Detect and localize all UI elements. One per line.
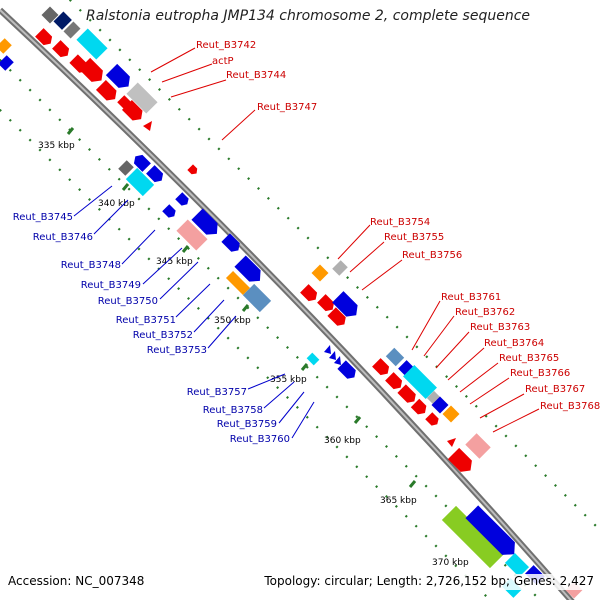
tick-label-365: 365 kbp (380, 496, 417, 506)
tick-label-340: 340 kbp (98, 199, 135, 209)
gene-label-reut-b3749[interactable]: Reut_B3749 (81, 280, 141, 291)
gene-label-reut-b3755[interactable]: Reut_B3755 (384, 232, 444, 243)
gene-label-reut-b3746[interactable]: Reut_B3746 (33, 232, 93, 243)
reverse-strand-features (0, 38, 356, 379)
gene-label-reut-b3754[interactable]: Reut_B3754 (370, 217, 430, 228)
chromosome-backbone (0, 7, 575, 600)
forward-gene-labels: Reut_B3742 actP Reut_B3744 Reut_B3747 Re… (196, 40, 600, 412)
tick-label-350: 350 kbp (214, 316, 251, 326)
tick-label-345: 345 kbp (156, 257, 193, 267)
gene-label-reut-b3750[interactable]: Reut_B3750 (98, 296, 158, 307)
tick-label-370: 370 kbp (432, 558, 469, 568)
gene-label-reut-b3752[interactable]: Reut_B3752 (133, 330, 193, 341)
map-title: Ralstonia eutropha JMP134 chromosome 2, … (86, 8, 531, 24)
accession-label: Accession: NC_007348 (8, 574, 145, 590)
tick-label-360: 360 kbp (324, 436, 361, 446)
reverse-gene-labels: Reut_B3745 Reut_B3746 Reut_B3748 Reut_B3… (13, 212, 290, 445)
gene-label-reut-b3761[interactable]: Reut_B3761 (441, 292, 501, 303)
scale-tick-labels: 335 kbp 340 kbp 345 kbp 350 kbp 355 kbp … (38, 141, 469, 568)
gene-label-reut-b3748[interactable]: Reut_B3748 (61, 260, 121, 271)
reverse-callout-lines (73, 185, 315, 439)
gene-label-reut-b3768[interactable]: Reut_B3768 (540, 401, 600, 412)
gene-label-reut-b3759[interactable]: Reut_B3759 (217, 419, 277, 430)
gene-label-reut-b3758[interactable]: Reut_B3758 (203, 405, 263, 416)
scale-tick-marks (66, 127, 475, 544)
gene-label-reut-b3753[interactable]: Reut_B3753 (147, 345, 207, 356)
forward-callout-lines (150, 47, 540, 433)
tick-label-355: 355 kbp (270, 375, 307, 385)
gene-label-reut-b3742[interactable]: Reut_B3742 (196, 40, 256, 51)
gene-label-reut-b3757[interactable]: Reut_B3757 (187, 387, 247, 398)
gene-label-reut-b3767[interactable]: Reut_B3767 (525, 384, 585, 395)
gene-label-reut-b3747[interactable]: Reut_B3747 (257, 102, 317, 113)
gene-label-reut-b3762[interactable]: Reut_B3762 (455, 307, 515, 318)
gene-label-reut-b3763[interactable]: Reut_B3763 (470, 322, 530, 333)
sequence-summary: Topology: circular; Length: 2,726,152 bp… (264, 574, 594, 590)
gene-label-reut-b3756[interactable]: Reut_B3756 (402, 250, 462, 261)
gene-label-reut-b3765[interactable]: Reut_B3765 (499, 353, 559, 364)
gene-label-actp[interactable]: actP (212, 56, 234, 67)
gene-label-reut-b3760[interactable]: Reut_B3760 (230, 434, 290, 445)
gene-label-reut-b3751[interactable]: Reut_B3751 (116, 315, 176, 326)
gene-label-reut-b3764[interactable]: Reut_B3764 (484, 338, 544, 349)
gene-label-reut-b3766[interactable]: Reut_B3766 (510, 368, 570, 379)
tick-label-335: 335 kbp (38, 141, 75, 151)
gene-label-reut-b3745[interactable]: Reut_B3745 (13, 212, 73, 223)
gene-label-reut-b3744[interactable]: Reut_B3744 (226, 70, 286, 81)
